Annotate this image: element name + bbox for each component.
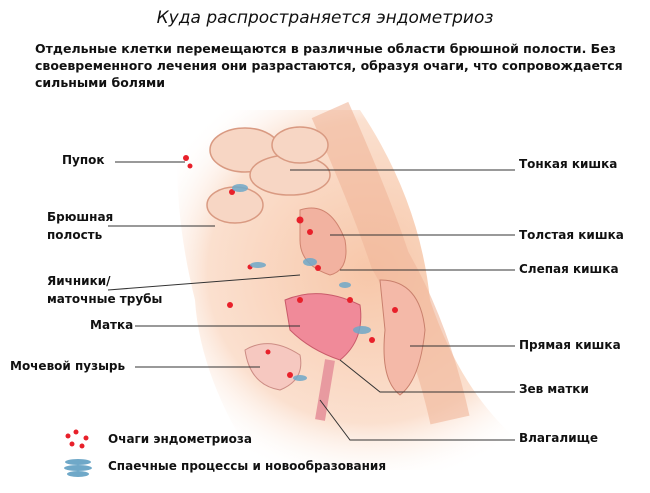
endometriosis-foci xyxy=(183,155,398,378)
label-vagina: Влагалище xyxy=(519,431,599,445)
vagina xyxy=(315,359,335,421)
intro-text: Отдельные клетки перемещаются в различны… xyxy=(35,41,623,90)
legend-foci-icon xyxy=(65,429,89,449)
legend-foci: Очаги эндометриоза xyxy=(108,432,252,446)
label-bladder: Мочевой пузырь xyxy=(10,359,126,373)
legend-adhesion-icon xyxy=(64,459,92,477)
diagram-title: Куда распространяется эндометриоз xyxy=(156,8,494,28)
small-intestine xyxy=(206,126,331,224)
legend-adhesions: Спаечные процессы и новообразования xyxy=(108,459,387,473)
label-ovaries-1: Яичники/ xyxy=(47,274,111,288)
label-ovaries-2: маточные трубы xyxy=(47,292,163,306)
label-navel: Пупок xyxy=(62,153,105,167)
label-small-intestine: Тонкая кишка xyxy=(519,157,618,171)
rectum xyxy=(379,279,426,396)
label-uterus: Матка xyxy=(90,318,134,332)
label-abdominal-1: Брюшная xyxy=(47,210,114,224)
leader-lines xyxy=(107,161,515,441)
label-rectum: Прямая кишка xyxy=(519,338,621,352)
uterus xyxy=(284,293,362,361)
label-cervix: Зев матки xyxy=(519,382,589,396)
spine xyxy=(311,101,470,425)
adhesions xyxy=(232,184,371,381)
label-cecum: Слепая кишка xyxy=(519,262,619,276)
label-colon: Толстая кишка xyxy=(519,228,624,242)
label-abdominal-2: полость xyxy=(47,228,103,242)
